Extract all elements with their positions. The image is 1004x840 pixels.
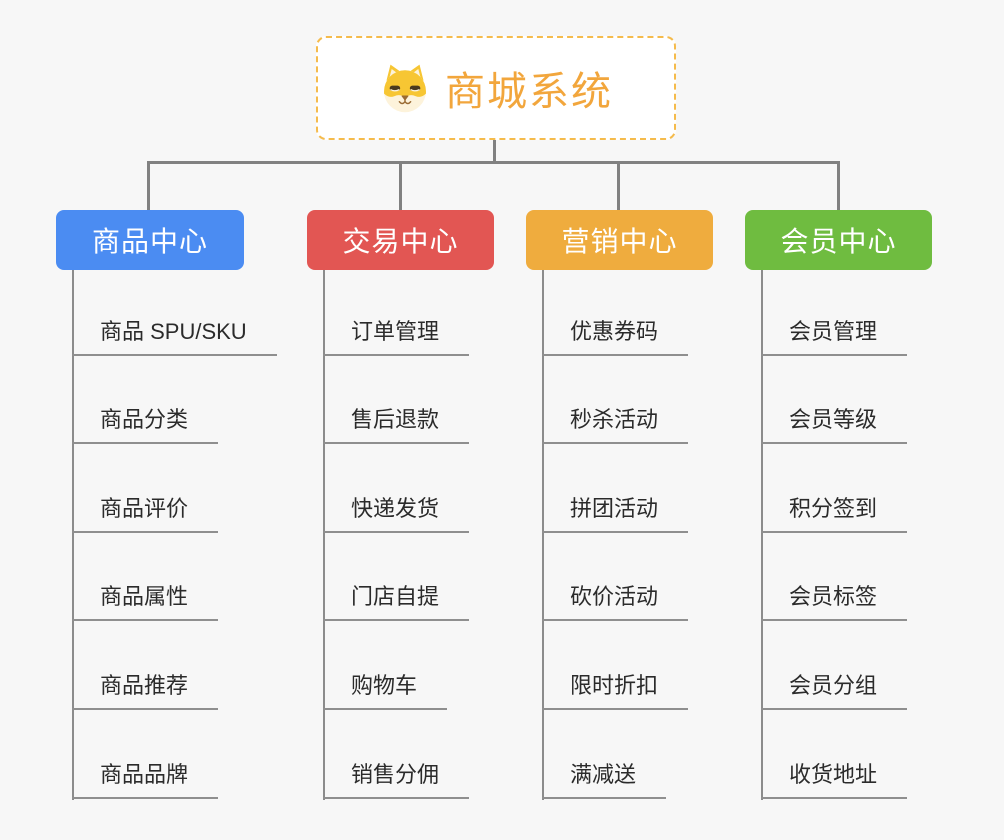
branch-item[interactable]: 商品品牌	[72, 755, 219, 799]
branch-item[interactable]: 满减送	[542, 755, 667, 799]
branch-header-1[interactable]: 商品中心	[56, 210, 244, 270]
branch-items: 会员管理会员等级积分签到会员标签会员分组收货地址	[745, 210, 932, 810]
branch-trunk-line	[542, 270, 544, 800]
connector-drop-3	[617, 161, 620, 210]
branch-header-2[interactable]: 交易中心	[307, 210, 494, 270]
connector-root-stem	[493, 140, 496, 163]
branch-trunk-line	[761, 270, 763, 800]
branch-item[interactable]: 商品推荐	[72, 666, 219, 710]
connector-drop-1	[147, 161, 150, 210]
branch-item[interactable]: 优惠券码	[542, 312, 689, 356]
branch-item[interactable]: 订单管理	[323, 312, 470, 356]
branch-item[interactable]: 会员标签	[761, 577, 908, 621]
root-node[interactable]: 商城系统	[316, 36, 676, 140]
branch-trunk-line	[323, 270, 325, 800]
branch-column-1: 商品中心 商品 SPU/SKU 商品分类商品评价商品属性商品推荐商品品牌	[56, 210, 277, 810]
branch-item[interactable]: 限时折扣	[542, 666, 689, 710]
branch-item[interactable]: 商品分类	[72, 400, 219, 444]
branch-item[interactable]: 购物车	[323, 666, 448, 710]
branch-item[interactable]: 秒杀活动	[542, 400, 689, 444]
branch-item[interactable]: 积分签到	[761, 489, 908, 533]
branch-item[interactable]: 售后退款	[323, 400, 470, 444]
branch-item[interactable]: 拼团活动	[542, 489, 689, 533]
connector-crossbar	[147, 161, 839, 164]
branch-column-4: 会员中心 会员管理会员等级积分签到会员标签会员分组收货地址	[745, 210, 932, 810]
shiba-dog-icon	[379, 63, 431, 113]
branch-item[interactable]: 商品评价	[72, 489, 219, 533]
branch-item[interactable]: 砍价活动	[542, 577, 689, 621]
branch-header-4[interactable]: 会员中心	[745, 210, 932, 270]
connector-drop-2	[399, 161, 402, 210]
connector-drop-4	[837, 161, 840, 210]
branch-item[interactable]: 收货地址	[761, 755, 908, 799]
branch-item[interactable]: 商品 SPU/SKU	[72, 312, 277, 356]
root-title: 商城系统	[445, 70, 613, 114]
branch-items: 商品 SPU/SKU 商品分类商品评价商品属性商品推荐商品品牌	[56, 210, 277, 810]
branch-items: 订单管理售后退款快递发货门店自提购物车销售分佣	[307, 210, 494, 810]
branch-item[interactable]: 商品属性	[72, 577, 219, 621]
branch-column-3: 营销中心 优惠券码秒杀活动拼团活动砍价活动限时折扣满减送	[526, 210, 713, 810]
branch-header-3[interactable]: 营销中心	[526, 210, 713, 270]
branch-item[interactable]: 会员等级	[761, 400, 908, 444]
branch-item[interactable]: 门店自提	[323, 577, 470, 621]
branch-item[interactable]: 会员管理	[761, 312, 908, 356]
branch-item[interactable]: 销售分佣	[323, 755, 470, 799]
branch-trunk-line	[72, 270, 74, 800]
branch-items: 优惠券码秒杀活动拼团活动砍价活动限时折扣满减送	[526, 210, 713, 810]
branch-item[interactable]: 会员分组	[761, 666, 908, 710]
branch-item[interactable]: 快递发货	[323, 489, 470, 533]
branch-column-2: 交易中心 订单管理售后退款快递发货门店自提购物车销售分佣	[307, 210, 494, 810]
